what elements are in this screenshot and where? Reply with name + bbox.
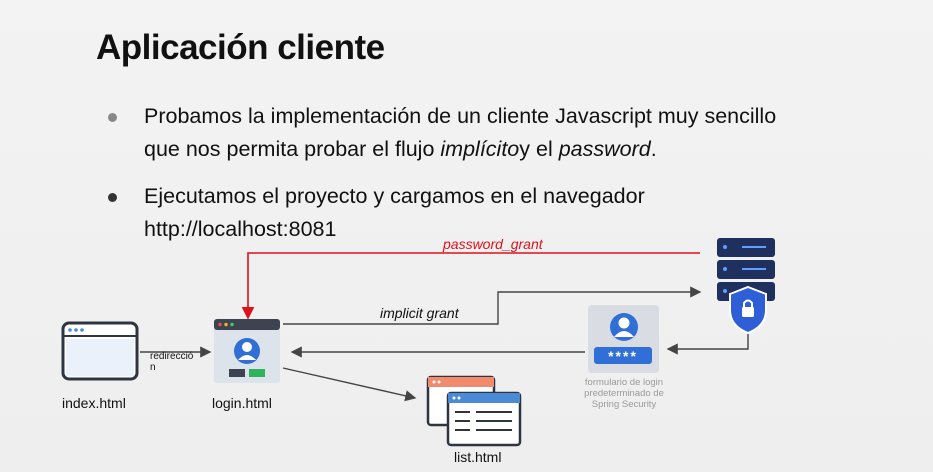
password-grant-arrow	[241, 252, 700, 320]
bullet-dot-icon	[108, 113, 117, 122]
login-form-icon	[588, 305, 659, 373]
bullet-1-line-1: Probamos la implementación de un cliente…	[144, 104, 777, 128]
bullet-1-line-2c: .	[650, 137, 657, 161]
bullet-list: Probamos la implementación de un cliente…	[108, 100, 868, 260]
bullet-1-line-2b: y el	[519, 137, 559, 161]
password-mask: ****	[608, 348, 638, 364]
form-label-3: Spring Security	[591, 399, 657, 410]
bullet-1-password: password	[558, 137, 651, 161]
bullet-dot-icon	[108, 193, 117, 202]
list-label: list.html	[454, 449, 502, 465]
redirect-label-1: redirecció	[150, 351, 194, 362]
server-to-form-arrow	[666, 333, 749, 355]
login-page-icon	[214, 319, 280, 383]
bullet-2-url[interactable]: http://localhost:8081	[144, 217, 337, 241]
form-label-1: formulario de login	[584, 377, 664, 388]
implicit-grant-label: implicit grant	[380, 305, 459, 321]
browser-window-icon	[61, 321, 139, 381]
implicit-grant-arrow	[283, 286, 702, 325]
login-to-list-arrow	[282, 367, 417, 402]
bullet-item-2: Ejecutamos el proyecto y cargamos en el …	[108, 180, 868, 246]
login-label: login.html	[212, 395, 272, 411]
password-grant-label: password_grant	[443, 236, 543, 252]
slide-title: Aplicación cliente	[96, 28, 385, 67]
bullet-item-1: Probamos la implementación de un cliente…	[108, 100, 868, 166]
form-label-2: predeterminado de	[584, 388, 664, 399]
server-icon	[717, 238, 775, 335]
bullet-1-line-2a: que nos permita probar el flujo	[144, 137, 441, 161]
index-label: index.html	[62, 395, 126, 411]
bullet-2-line-1: Ejecutamos el proyecto y cargamos en el …	[144, 184, 645, 208]
redirect-label-2: n	[150, 362, 156, 373]
list-pages-icon	[426, 375, 522, 447]
bullet-1-implicito: implícito	[440, 137, 520, 161]
